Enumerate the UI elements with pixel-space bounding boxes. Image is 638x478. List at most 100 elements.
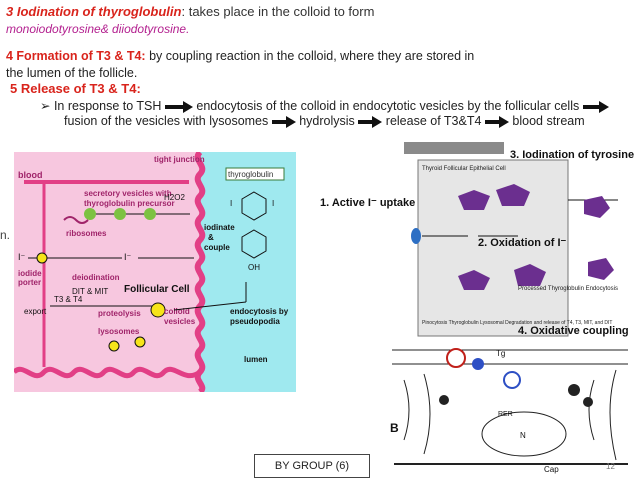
basal-folds [14,366,202,379]
bullet-marker-icon: ➢ [40,99,54,113]
right-arrow-icon [164,100,193,113]
ribosomes-label: ribosomes [66,229,107,238]
sketch-line [403,369,617,461]
vesicles-label: vesicles [164,317,196,326]
cell-box [417,159,569,337]
bullet-line-2: fusion of the vesicles with lysosomes hy… [64,114,585,128]
step3-line: 3 Iodination of thyroglobulin: takes pla… [6,4,374,19]
granule [583,397,593,407]
bullet2-c: release of T3&T4 [385,114,482,128]
step-marker-icon [446,348,466,368]
iodide-ion-label: I⁻ [124,252,132,262]
dit-mit-label: DIT & MIT [72,287,108,296]
pseudopodia-label: pseudopodia [230,317,280,326]
tg-label: Tg [496,349,505,358]
lysosome [108,340,120,352]
bullet1-b: endocytosis of the colloid in endocytoti… [196,99,580,113]
flow-arrow [173,301,247,311]
follicular-cell-diagram: blood tight junction thyroglobulin secre… [14,152,296,392]
thyroglobulin-icon [588,258,614,280]
right-arrow-icon [582,100,609,113]
h2o2-label: H2O2 [164,193,185,202]
step3-subtext: monoiodotyrosine& diiodotyrosine. [6,22,190,36]
step4-text: by coupling reaction in the colloid, whe… [6,49,475,80]
vesicle [144,208,156,220]
thyroglobulin-icon [458,190,490,210]
deiodination-label: deiodination [72,273,120,282]
step-marker-icon [472,358,484,370]
iodine-label: I [230,199,232,208]
electron-micrograph-sketch: Tg N RER B Cap [384,340,636,476]
thyroglobulin-icon [458,270,490,290]
page-number: 12 [606,462,615,471]
ribosome-squiggle [63,216,89,224]
released-label: Pinocytosis Thyroglobulin Lysosomal Degr… [422,320,612,326]
step5-heading: 5 Release of T3 & T4: [10,81,141,96]
blood-label: blood [18,170,43,180]
bullet2-b: hydrolysis [299,114,355,128]
thyroglobulin-icon [496,184,530,206]
thyroglobulin-icon [584,196,610,218]
proteolysis-label: proteolysis [98,309,141,318]
step3-label: 3. Iodination of tyrosine [510,149,634,161]
step3-heading: 3 Iodination of thyroglobulin [6,4,182,19]
iodinate-label: iodinate [204,223,235,232]
thyroid-hormone-synthesis-diagram: Thyroid Follicular Epithelial Cell 3. Io… [318,140,636,340]
tyrosine-ring [241,229,267,259]
granule [439,395,449,405]
iodide-porter-icon [36,252,48,264]
step3-text: : takes place in the colloid to form [181,4,375,19]
step4-label: 4. Oxidative coupling [518,325,629,337]
sketch-background [384,340,636,476]
iodide-transporter-icon [411,228,421,244]
lysosomes-label: lysosomes [98,327,140,336]
secretory-label-2: thyroglobulin precursor [84,199,175,208]
granule [568,384,580,396]
iodide-ion-label: I⁻ [18,252,26,262]
lumen-area [200,152,296,392]
amp-label: & [208,233,214,242]
sketch-line [392,349,628,365]
colloid-vesicle [150,302,166,318]
step4-heading: 4 Formation of T3 & T4: [6,49,146,63]
thyroglobulin-label: thyroglobulin [228,170,273,179]
cropped-text-fragment: n. [0,228,11,242]
bullet-line-1: ➢ In response to TSH endocytosis of the … [40,98,609,113]
endocytosis-label: endocytosis by [230,307,289,316]
thyroglobulin-box [225,167,285,181]
step1-label: 1. Active I⁻ uptake [320,197,415,209]
iodine-label: I [272,199,274,208]
tight-junction-label: tight junction [154,155,205,164]
processed-label: Processed Thyroglobulin Endocytosis [518,286,618,292]
tyrosine-ring [241,191,267,221]
couple-label: couple [204,243,230,252]
vesicle [114,208,126,220]
nucleus-outline [481,411,567,457]
header-bar [404,142,504,154]
step-marker-icon [503,371,521,389]
export-label: export [24,307,47,316]
iodide-porter-label: iodide [18,269,42,278]
step4-line: 4 Formation of T3 & T4: by coupling reac… [6,48,476,82]
footer-label: BY GROUP (6) [254,454,370,478]
thyroglobulin-icon [514,264,546,286]
bullet2-a: fusion of the vesicles with lysosomes [64,114,269,128]
cell-title: Thyroid Follicular Epithelial Cell [422,166,506,172]
iodide-porter-label-2: porter [18,278,41,287]
right-arrow-icon [484,115,509,128]
bullet2-d: blood stream [512,114,585,128]
rer-label: RER [498,411,513,418]
right-arrow-icon [271,115,296,128]
b-label: B [390,421,399,435]
secretory-label: secretory vesicles with [84,189,172,198]
oh-label: OH [248,263,260,272]
bullet1-a: In response to TSH [53,99,162,113]
vesicle [84,208,96,220]
right-arrow-icon [358,115,383,128]
colloid-label: colloid [164,307,190,316]
apical-membrane [194,152,206,392]
lysosome [134,336,146,348]
follicular-cell-label: Follicular Cell [124,284,190,295]
nucleus-label: N [520,431,526,440]
step2-label: 2. Oxidation of I⁻ [478,237,567,249]
